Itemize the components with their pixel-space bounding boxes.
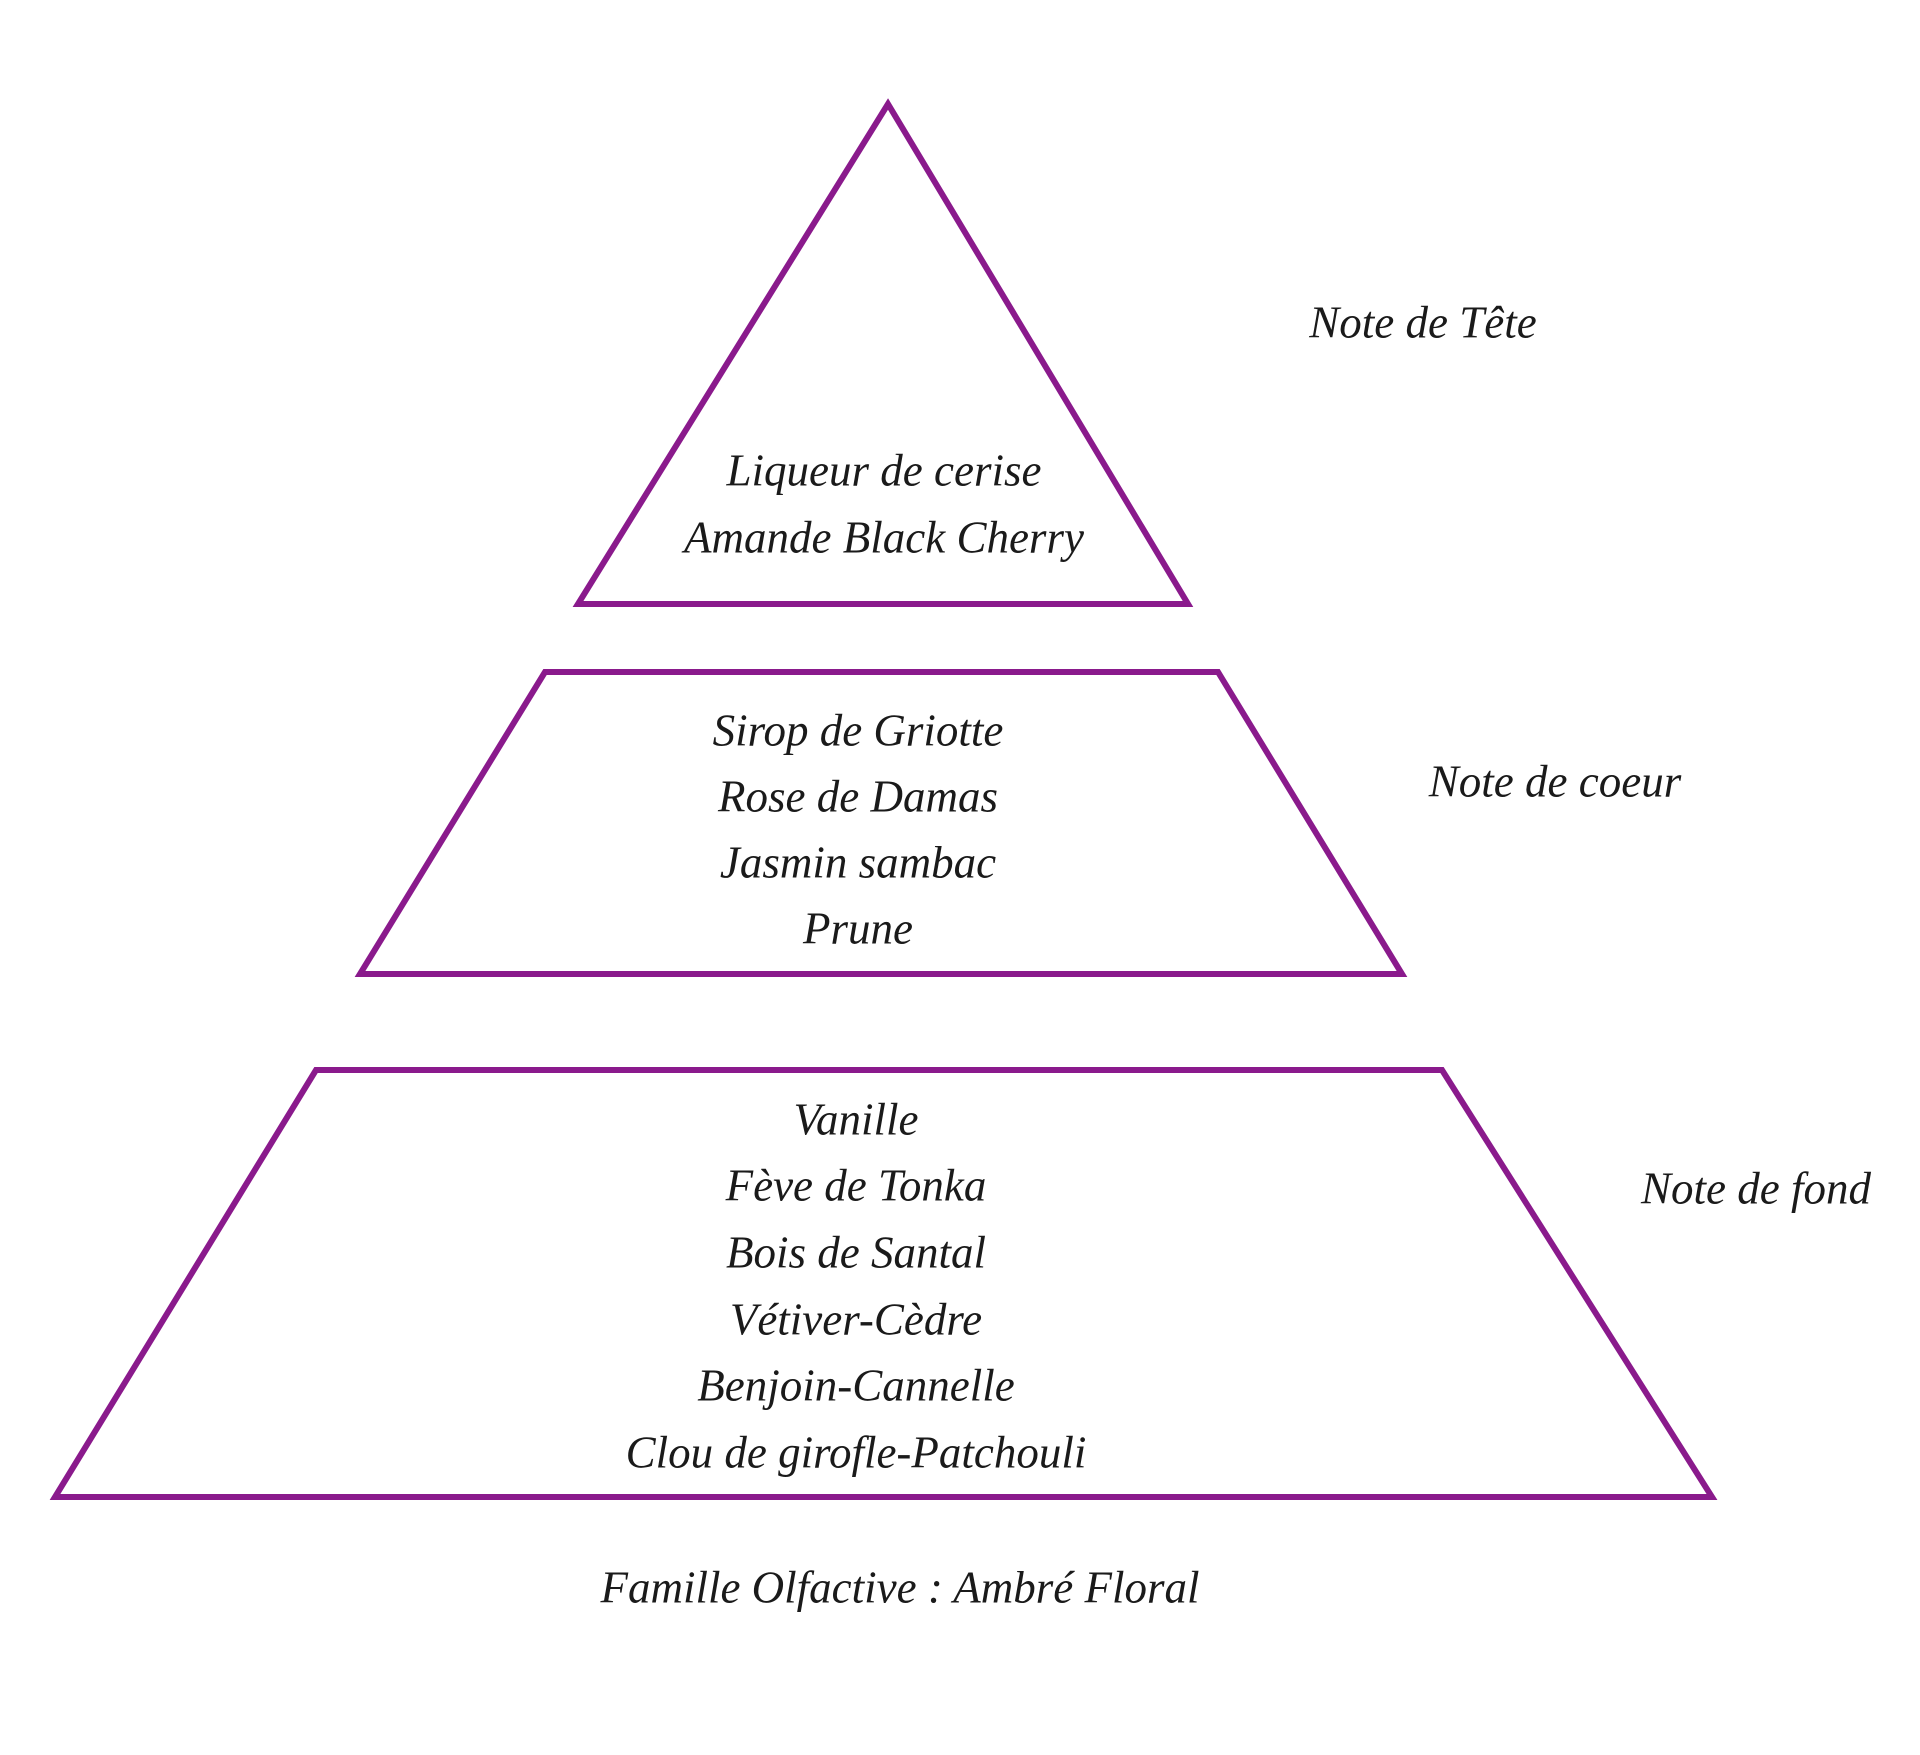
heart-note: Rose de Damas xyxy=(717,771,998,821)
top-notes-label: Note de Tête xyxy=(1308,297,1536,347)
base-note: Fève de Tonka xyxy=(725,1160,987,1210)
heart-notes-label: Note de coeur xyxy=(1428,756,1682,806)
top-note: Amande Black Cherry xyxy=(681,512,1084,562)
heart-notes-trapezoid xyxy=(354,669,1408,977)
heart-note: Sirop de Griotte xyxy=(713,705,1004,755)
base-note: Clou de girofle-Patchouli xyxy=(626,1427,1087,1477)
heart-note: Prune xyxy=(802,903,913,953)
top-notes-triangle xyxy=(572,98,1194,607)
base-note: Benjoin-Cannelle xyxy=(697,1360,1014,1410)
base-note: Vanille xyxy=(794,1094,919,1144)
base-notes-trapezoid xyxy=(49,1067,1718,1500)
top-note: Liqueur de cerise xyxy=(726,445,1042,495)
heart-note: Jasmin sambac xyxy=(720,837,996,887)
olfactive-family: Famille Olfactive : Ambré Floral xyxy=(599,1562,1199,1612)
base-note: Bois de Santal xyxy=(726,1227,986,1277)
base-note: Vétiver-Cèdre xyxy=(730,1294,982,1344)
base-notes-label: Note de fond xyxy=(1640,1163,1871,1213)
